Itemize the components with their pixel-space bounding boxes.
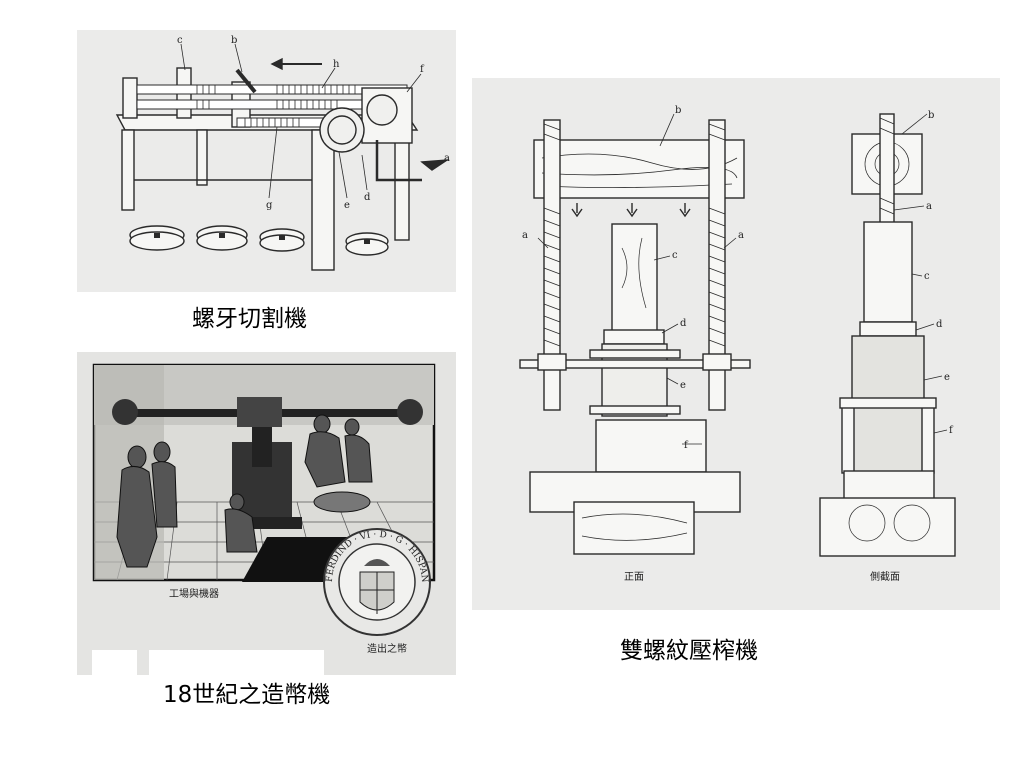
cutter-label-e: e [344, 200, 350, 211]
screw-cutter-caption: 螺牙切割機 [192, 306, 307, 332]
screw-cutter-figure: c b h f a d e g [77, 30, 456, 292]
screw-cutter-illustration: c b h f a d e g [115, 35, 450, 271]
double-screw-press-caption: 雙螺紋壓榨機 [620, 638, 758, 664]
coin-press-caption: 18世紀之造幣機 [163, 682, 331, 708]
cutter-label-a: a [444, 153, 450, 164]
coin-press-illustration: 工場與機器 FERDIND · VI · D · G · HISPAN · ET… [77, 352, 436, 675]
front-label-a-right: a [738, 230, 744, 241]
side-label-e: e [944, 372, 950, 383]
side-label-f: f [949, 425, 954, 436]
side-view-label: 側截面 [870, 570, 900, 583]
front-label-f: f [684, 440, 689, 451]
coin-press-figure: 工場與機器 FERDIND · VI · D · G · HISPAN · ET… [77, 352, 456, 675]
front-label-e: e [680, 380, 686, 391]
front-label-d: d [680, 318, 687, 329]
cutter-label-f: f [420, 64, 425, 75]
front-label-b: b [675, 105, 681, 116]
side-label-b: b [928, 110, 934, 121]
coin-label: 造出之幣 [367, 642, 407, 655]
front-label-a-left: a [522, 230, 528, 241]
cutter-label-g: g [266, 200, 273, 211]
front-view-label: 正面 [624, 572, 644, 583]
cutter-label-c: c [177, 35, 183, 46]
side-label-c: c [924, 271, 930, 282]
side-label-a: a [926, 201, 932, 212]
workshop-label: 工場與機器 [169, 587, 219, 600]
side-label-d: d [936, 319, 943, 330]
cutter-label-h: h [333, 59, 340, 70]
cutter-label-b: b [231, 35, 237, 46]
double-screw-press-figure: b a a c d e f b a c d e f 正面 側截面 [472, 78, 1000, 610]
cutter-label-d: d [364, 192, 371, 203]
front-label-c: c [672, 250, 678, 261]
double-screw-press-illustration: b a a c d e f b a c d e f 正面 側截面 [519, 105, 956, 583]
